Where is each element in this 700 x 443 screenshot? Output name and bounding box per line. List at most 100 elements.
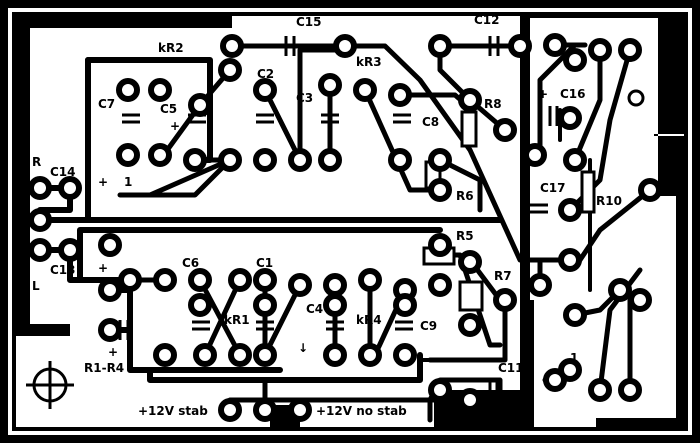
solder-pad [528,273,552,297]
solder-pad [638,178,662,202]
solder-pad [58,238,82,262]
solder-pad [148,143,172,167]
solder-pad [558,358,582,382]
solder-pad [458,313,482,337]
solder-pad [558,198,582,222]
label-12v-no-stab: +12V no stab [316,404,407,418]
solder-pad [428,233,452,257]
solder-pad [318,148,342,172]
label-c1: C1 [256,256,273,270]
solder-pad [318,73,342,97]
solder-pad [523,143,547,167]
pin-one-mark: 1 [570,351,578,365]
solder-pad [193,343,217,367]
label-spk-l: SPK L + [600,404,653,418]
solder-pad [428,34,452,58]
solder-pad [493,118,517,142]
solder-pad [188,93,212,117]
solder-pad [28,238,52,262]
label-r6: R6 [456,189,474,203]
solder-pad [253,343,277,367]
plus-mark: + [108,345,118,359]
solder-pad [563,148,587,172]
solder-pad [323,343,347,367]
label-r5: R5 [456,229,474,243]
solder-pad [563,303,587,327]
solder-pad [588,38,612,62]
solder-pad [588,378,612,402]
solder-pad [188,268,212,292]
solder-pad [358,343,382,367]
solder-pad [558,106,582,130]
solder-pad [393,343,417,367]
solder-pad [393,293,417,317]
label-12v-stab: +12V stab [138,404,208,418]
label-r7: R7 [494,269,512,283]
solder-pad [388,83,412,107]
label-r: R [32,155,41,169]
label-c16: C16 [560,87,586,101]
solder-pad [188,293,212,317]
solder-pad [458,250,482,274]
label-c6: C6 [182,256,199,270]
label-c4: C4 [306,302,323,316]
solder-pad [563,48,587,72]
solder-pad [218,58,242,82]
solder-pad [428,378,452,402]
solder-pad [493,288,517,312]
plus-mark: + [170,119,180,133]
solder-pad [288,398,312,422]
label-c12: C12 [474,13,500,27]
label-c9: C9 [420,319,437,333]
label-c13: C13 [50,263,76,277]
label-c8: C8 [422,115,439,129]
label-r1-r4: R1-R4 [84,361,124,375]
solder-pad [323,273,347,297]
solder-pad [428,148,452,172]
solder-pad [98,278,122,302]
solder-pad [428,178,452,202]
solder-pad [428,273,452,297]
solder-pad [116,143,140,167]
solder-pad [58,176,82,200]
solder-pad [608,278,632,302]
solder-pad [183,148,207,172]
plus-mark: + [98,261,108,275]
solder-pad [253,293,277,317]
label-c3: C3 [296,91,313,105]
solder-pad [353,78,377,102]
solder-pad [116,78,140,102]
solder-pad [218,398,242,422]
label-c2: C2 [257,67,274,81]
solder-pad [458,88,482,112]
solder-pad [28,208,52,232]
label-c17: C17 [540,181,566,195]
solder-pad [228,343,252,367]
solder-pad [628,288,652,312]
labels: kR2 C15 C12 +SPK R C7 C5 C2 C3 kR3 C8 R8… [32,13,653,418]
solder-pad [148,78,172,102]
solder-pad [618,38,642,62]
solder-pad [118,268,142,292]
solder-pad [253,78,277,102]
solder-pad [228,268,252,292]
solder-pad [28,176,52,200]
label-kr4: kR4 [356,313,382,327]
ground-arrow-mark: ↓ [282,413,292,427]
label-l: L [32,279,40,293]
label-spk-r: +SPK R [582,23,632,37]
solder-pad [253,268,277,292]
ground-arrow-mark: ↓ [298,341,308,355]
solder-pad [220,34,244,58]
solder-pad [618,378,642,402]
solder-pad [288,273,312,297]
pin-one-mark: 1 [124,175,132,189]
solder-pad [508,34,532,58]
solder-pad [543,33,567,57]
plus-mark: + [538,87,548,101]
solder-pad [458,388,482,412]
solder-pad [153,343,177,367]
solder-pad [288,148,312,172]
solder-pad [253,398,277,422]
label-c14: C14 [50,165,76,179]
